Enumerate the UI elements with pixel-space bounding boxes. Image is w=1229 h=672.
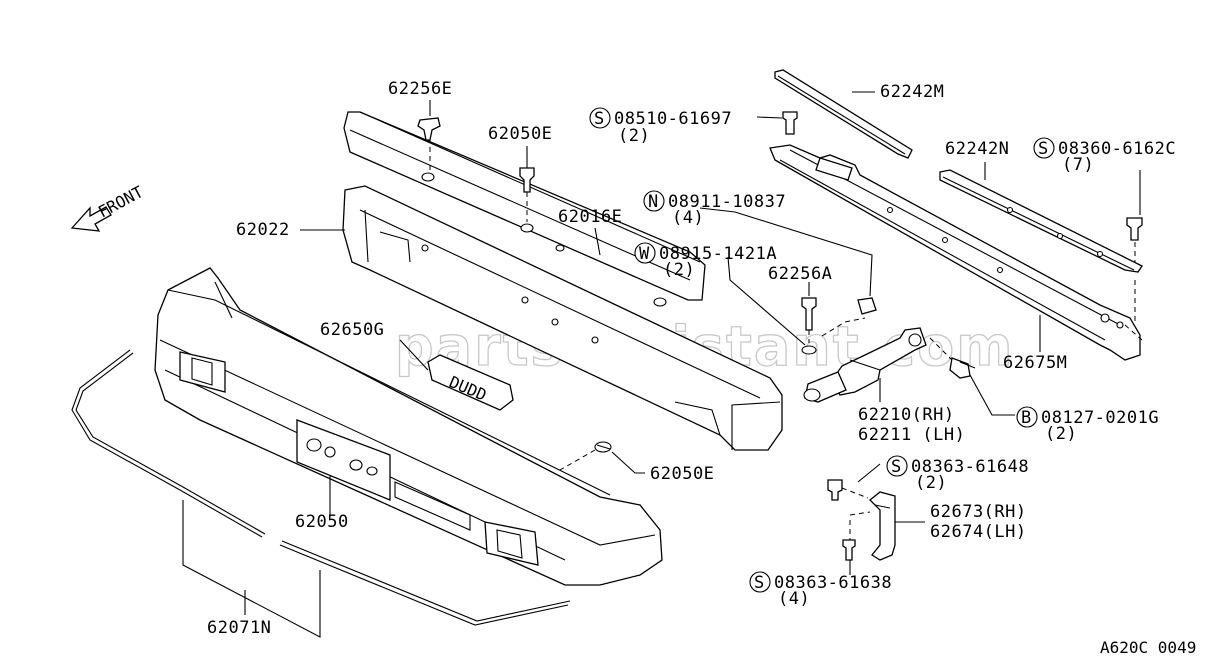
label-62256e: 62256E xyxy=(388,79,452,99)
bumper-fascia xyxy=(154,267,663,586)
screw-08510-icon xyxy=(782,111,798,135)
clip-62256e-icon xyxy=(417,117,441,141)
bolt-08127-icon xyxy=(949,357,976,379)
label-62050e-top: 62050E xyxy=(488,124,552,144)
prefix-08915: W xyxy=(639,244,650,264)
license-plate-bracket-62050 xyxy=(296,419,391,501)
prefix-circles xyxy=(589,107,1055,593)
bracket-62673 xyxy=(869,491,896,561)
qty-08915: (2) xyxy=(663,260,695,280)
rail-62242n xyxy=(939,169,1143,273)
front-label: FRONT xyxy=(95,182,147,222)
shock-absorber-62210 xyxy=(803,327,927,403)
prefix-08510: S xyxy=(594,109,605,129)
label-08915: 08915-1421A xyxy=(659,244,777,264)
label-62242m: 62242M xyxy=(880,82,944,102)
prefix-08363a: S xyxy=(891,457,902,477)
label-62675m: 62675M xyxy=(1003,353,1067,373)
label-62673: 62673(RH) xyxy=(930,502,1027,522)
clip-62050e-bottom-icon xyxy=(594,441,612,453)
prefix-08127: B xyxy=(1021,408,1032,428)
label-62071n: 62071N xyxy=(207,618,271,638)
qty-08363a: (2) xyxy=(915,473,947,493)
label-62016e: 62016E xyxy=(558,207,622,227)
label-08363b: 08363-61638 xyxy=(774,573,892,593)
screw-08363-61638-icon xyxy=(842,539,856,561)
screw-08360-icon xyxy=(1126,217,1143,241)
clip-62050e-icon xyxy=(519,167,535,193)
nut-08911-icon xyxy=(857,297,877,315)
qty-08510: (2) xyxy=(618,126,650,146)
label-08363a: 08363-61648 xyxy=(911,457,1029,477)
label-62050: 62050 xyxy=(295,512,349,532)
qty-08911: (4) xyxy=(672,208,704,228)
qty-08360: (7) xyxy=(1062,155,1094,175)
qty-08363b: (4) xyxy=(778,589,810,609)
molding-62071n xyxy=(71,349,571,626)
qty-08127: (2) xyxy=(1045,424,1077,444)
screw-08363-61648-icon xyxy=(827,479,843,501)
label-08360: 08360-6162C xyxy=(1058,139,1176,159)
label-62674: 62674(LH) xyxy=(930,522,1027,542)
label-62650g: 62650G xyxy=(320,320,384,340)
catalog-code: A620C 0049 xyxy=(1100,638,1196,657)
label-62211: 62211 (LH) xyxy=(858,425,965,445)
label-62022: 62022 xyxy=(236,220,290,240)
label-08911: 08911-10837 xyxy=(668,192,786,212)
label-08510: 08510-61697 xyxy=(614,109,732,129)
label-62050e-bottom: 62050E xyxy=(650,464,714,484)
bolt-62256a-icon xyxy=(801,297,817,355)
prefix-08360: S xyxy=(1038,139,1049,159)
prefix-08363b: S xyxy=(754,573,765,593)
label-08127: 08127-0201G xyxy=(1041,408,1159,428)
label-62210: 62210(RH) xyxy=(858,405,955,425)
reinforcement-62675m xyxy=(769,144,1141,361)
leader-lines xyxy=(182,91,1143,638)
bumper-reinforcement-62022 xyxy=(342,185,783,451)
label-62256a: 62256A xyxy=(768,264,832,284)
rail-62242m xyxy=(774,69,913,159)
front-arrow-icon xyxy=(70,206,112,232)
prefix-08911: N xyxy=(648,192,659,212)
label-62242n: 62242N xyxy=(945,139,1009,159)
